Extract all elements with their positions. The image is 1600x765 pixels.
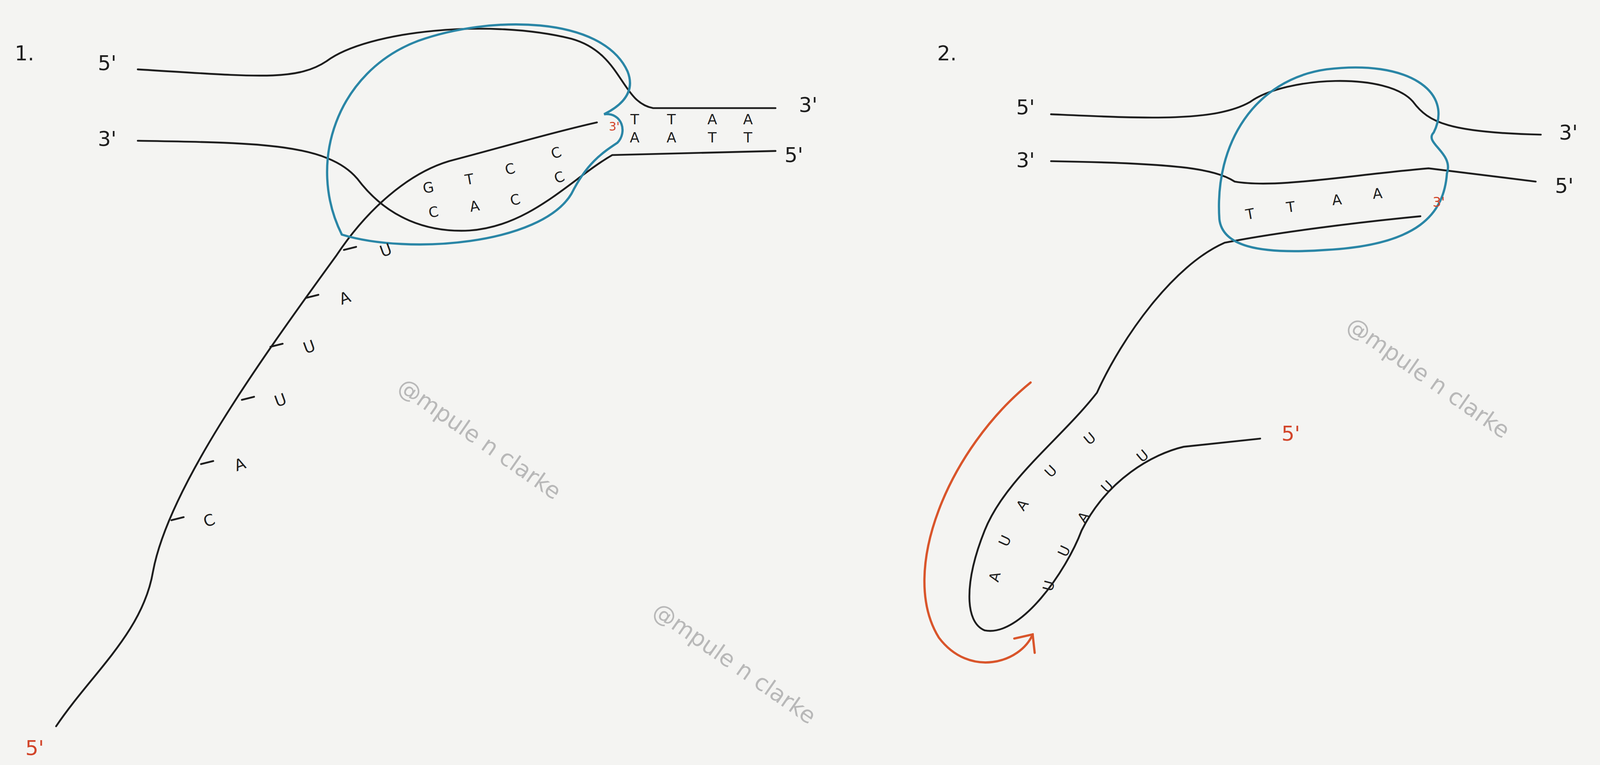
base: U <box>1081 429 1099 448</box>
base: A <box>1013 497 1032 514</box>
base: C <box>549 144 564 162</box>
base: A <box>707 112 718 127</box>
base: U <box>1055 543 1073 559</box>
tick <box>171 246 357 521</box>
base: A <box>337 288 353 308</box>
base: C <box>427 204 440 221</box>
watermark: @mpule n clarke <box>649 598 821 728</box>
base: C <box>201 511 217 530</box>
dna-strand <box>1050 160 1536 184</box>
strand-end: 3' <box>97 128 117 150</box>
fold-arrow <box>924 382 1033 663</box>
strand-end: 3' <box>798 94 818 116</box>
base: A <box>1371 186 1384 202</box>
arrow-head <box>1014 634 1035 653</box>
panel-number: 1. <box>14 42 35 64</box>
base: A <box>666 130 677 145</box>
base: A <box>1330 192 1343 208</box>
base: T <box>743 130 753 145</box>
base: A <box>629 130 640 145</box>
strand-end: 5' <box>1281 423 1301 444</box>
base: A <box>743 112 754 127</box>
strand-end: 5' <box>784 144 804 166</box>
strand-end: 5' <box>1016 97 1035 118</box>
base: U <box>300 337 318 357</box>
base: U <box>272 390 289 410</box>
strand-end: 5' <box>25 737 44 759</box>
dna-strand <box>1050 80 1541 135</box>
base: U <box>1042 462 1060 481</box>
rna-strand <box>56 122 597 727</box>
base: U <box>1134 447 1152 466</box>
base: U <box>996 532 1014 549</box>
base: U <box>1098 478 1116 496</box>
base: T <box>463 171 475 188</box>
strand-end: 3' <box>1558 122 1578 143</box>
base: T <box>1244 206 1256 223</box>
base: C <box>503 161 518 178</box>
strand-end: 3' <box>609 120 620 133</box>
dna-strand <box>137 140 776 231</box>
dna-strand <box>137 28 776 109</box>
base: T <box>667 112 676 127</box>
strand-end: 3' <box>1432 195 1445 209</box>
watermark: @mpule n clarke <box>1343 312 1515 442</box>
base: A <box>468 198 481 215</box>
watermark: @mpule n clarke <box>394 374 565 504</box>
base: C <box>552 169 567 186</box>
base: T <box>630 112 640 127</box>
base: A <box>231 454 248 474</box>
enzyme-outline <box>1218 67 1449 252</box>
base: G <box>422 179 436 196</box>
base: A <box>986 570 1003 584</box>
panel-number: 2. <box>937 42 958 64</box>
base: T <box>1285 199 1297 215</box>
base: T <box>708 130 717 145</box>
base: A <box>1074 509 1093 526</box>
strand-end: 3' <box>1016 149 1035 171</box>
rna-hairpin <box>969 216 1421 631</box>
base: C <box>508 191 522 208</box>
strand-end: 5' <box>1555 175 1574 197</box>
enzyme-outline <box>327 24 630 245</box>
strand-end: 5' <box>97 52 117 74</box>
